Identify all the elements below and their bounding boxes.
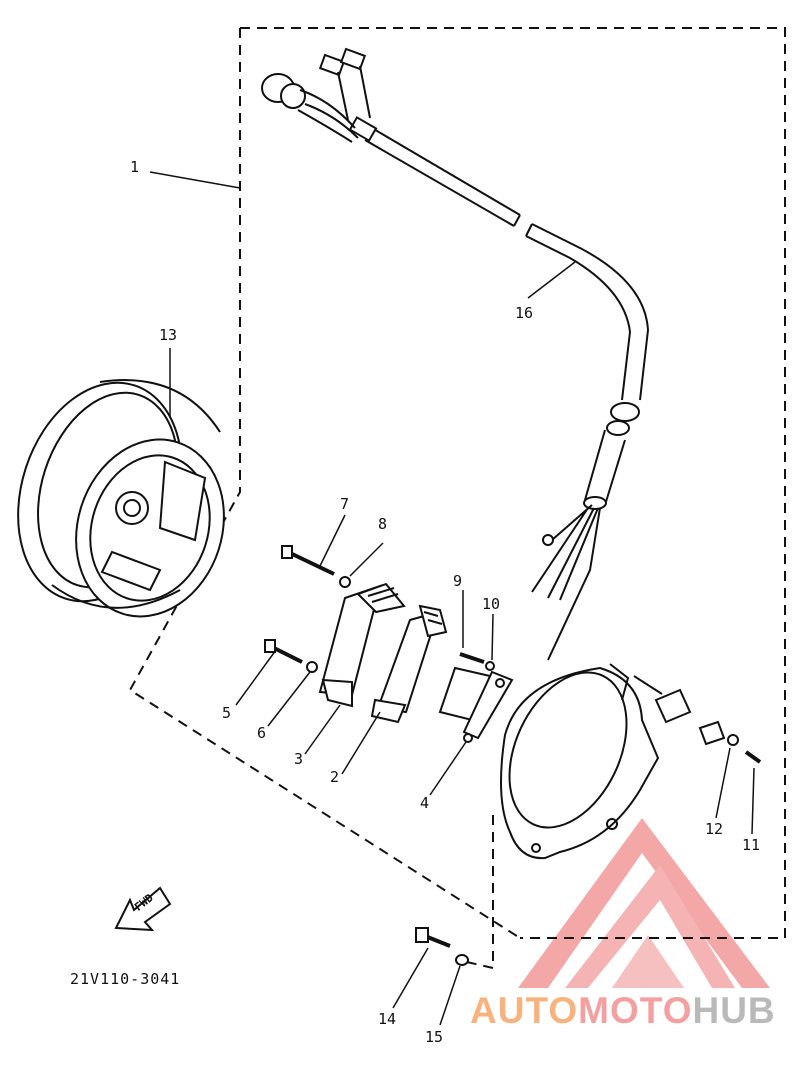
callout-2: 2 (330, 768, 340, 786)
callout-15: 15 (425, 1028, 444, 1046)
stator-plate (500, 663, 660, 860)
watermark-logo-icon (518, 818, 770, 988)
callout-16: 16 (515, 304, 534, 322)
callout-6: 6 (257, 724, 267, 742)
callout-7: 7 (340, 495, 350, 513)
watermark-hub: HUB (692, 990, 776, 1031)
callout-4: 4 (420, 794, 430, 812)
callout-3: 3 (294, 750, 304, 768)
hardware (264, 545, 762, 966)
wire-harness (261, 47, 650, 661)
callout-14: 14 (378, 1010, 397, 1028)
callout-10: 10 (482, 595, 501, 613)
callout-11: 11 (742, 836, 761, 854)
leader-lines (149, 171, 755, 1026)
callout-13: 13 (159, 326, 178, 344)
callout-9: 9 (453, 572, 463, 590)
callout-1: 1 (130, 158, 140, 176)
forward-arrow-icon (114, 886, 172, 932)
lighting-coil (318, 582, 406, 708)
flywheel-rotor (17, 379, 225, 618)
part-code: 21V110-3041 (70, 970, 181, 988)
watermark-text: AUTOMOTOHUB (470, 990, 776, 1032)
watermark-auto: AUTO (470, 990, 579, 1031)
callout-12: 12 (705, 820, 724, 838)
callout-5: 5 (222, 704, 232, 722)
callout-8: 8 (378, 515, 388, 533)
charge-coil (370, 604, 448, 724)
watermark-moto: MOTO (578, 990, 693, 1031)
assembly-outline (128, 27, 786, 970)
pulser-coil (438, 666, 514, 743)
